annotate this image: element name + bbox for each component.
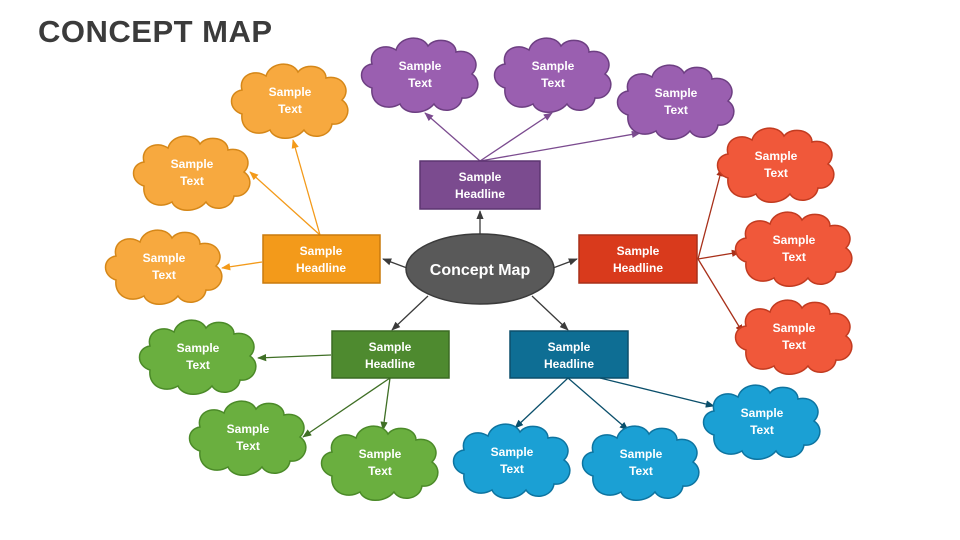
cloud-green-2[interactable]: Sample Text <box>188 400 307 477</box>
cloud-text-line1: Sample <box>532 59 575 73</box>
cloud-red-3[interactable]: Sample Text <box>734 299 853 376</box>
connector-orange-2 <box>249 171 321 236</box>
connector-purple-3 <box>479 130 641 162</box>
cloud-text-line2: Text <box>500 462 524 476</box>
connectors <box>221 112 744 438</box>
branch-red: Sample Headline Sample Text Sample Text … <box>578 127 853 376</box>
cloud-text-line1: Sample <box>773 321 816 335</box>
cloud-text-line2: Text <box>629 464 653 478</box>
branch-blue: Sample Headline Sample Text Sample Text … <box>452 330 821 502</box>
headline-label-line1: Sample <box>369 340 412 354</box>
connector-purple-2 <box>479 112 553 162</box>
cloud-text-line2: Text <box>186 358 210 372</box>
branch-orange: Sample Headline Sample Text Sample Text … <box>104 63 381 306</box>
cloud-text-line2: Text <box>541 76 565 90</box>
connector-purple-1 <box>424 112 481 162</box>
cloud-text-line1: Sample <box>227 422 270 436</box>
cloud-text-line2: Text <box>750 423 774 437</box>
cloud-text-line1: Sample <box>359 447 402 461</box>
cloud-purple-3[interactable]: Sample Text <box>616 64 735 141</box>
headline-label-line2: Headline <box>455 187 505 201</box>
cloud-text-line1: Sample <box>171 157 214 171</box>
cloud-blue-1[interactable]: Sample Text <box>452 423 571 500</box>
cloud-text-line1: Sample <box>143 251 186 265</box>
headline-label-line1: Sample <box>548 340 591 354</box>
headline-box-blue[interactable]: Sample Headline <box>509 330 629 379</box>
center-label: Concept Map <box>430 262 531 279</box>
cloud-text-line2: Text <box>368 464 392 478</box>
cloud-orange-1[interactable]: Sample Text <box>230 63 349 140</box>
cloud-red-2[interactable]: Sample Text <box>734 211 853 288</box>
connector-red-3 <box>697 258 744 334</box>
headline-label-line1: Sample <box>617 244 660 258</box>
cloud-text-line1: Sample <box>655 86 698 100</box>
cloud-text-line2: Text <box>180 174 204 188</box>
cloud-purple-1[interactable]: Sample Text <box>360 37 479 114</box>
cloud-text-line1: Sample <box>269 85 312 99</box>
cloud-text-line2: Text <box>152 268 176 282</box>
branch-green: Sample Headline Sample Text Sample Text … <box>138 319 450 502</box>
connector-green-2 <box>302 377 391 438</box>
cloud-orange-3[interactable]: Sample Text <box>104 229 223 306</box>
connector-green-1 <box>257 354 332 362</box>
cloud-text-line2: Text <box>408 76 432 90</box>
connector-red-2 <box>697 249 741 260</box>
headline-label-line2: Headline <box>365 357 415 371</box>
cloud-text-line1: Sample <box>741 406 784 420</box>
cloud-red-1[interactable]: Sample Text <box>716 127 835 204</box>
cloud-text-line2: Text <box>236 439 260 453</box>
cloud-blue-2[interactable]: Sample Text <box>581 425 700 502</box>
cloud-text-line2: Text <box>664 103 688 117</box>
page-title: CONCEPT MAP <box>38 14 273 49</box>
headline-box-green[interactable]: Sample Headline <box>331 330 450 379</box>
connector-blue-1 <box>514 377 569 429</box>
connector-center-orange <box>382 258 408 269</box>
cloud-green-3[interactable]: Sample Text <box>320 425 439 502</box>
cloud-text-line2: Text <box>278 102 302 116</box>
cloud-text-line1: Sample <box>620 447 663 461</box>
headline-label-line2: Headline <box>613 261 663 275</box>
cloud-orange-2[interactable]: Sample Text <box>132 135 251 212</box>
cloud-blue-3[interactable]: Sample Text <box>702 384 821 461</box>
connector-blue-2 <box>567 377 629 431</box>
headline-box-red[interactable]: Sample Headline <box>578 234 698 284</box>
connector-blue-3 <box>599 377 715 408</box>
cloud-purple-2[interactable]: Sample Text <box>493 37 612 114</box>
headline-box-purple[interactable]: Sample Headline <box>419 160 541 210</box>
headline-label-line2: Headline <box>296 261 346 275</box>
cloud-text-line1: Sample <box>773 233 816 247</box>
center-node[interactable]: Concept Map <box>405 233 555 305</box>
cloud-text-line1: Sample <box>491 445 534 459</box>
headline-box-orange[interactable]: Sample Headline <box>262 234 381 284</box>
cloud-text-line2: Text <box>764 166 788 180</box>
connector-center-blue <box>531 295 569 331</box>
cloud-text-line1: Sample <box>177 341 220 355</box>
headline-label-line1: Sample <box>459 170 502 184</box>
headline-label-line2: Headline <box>544 357 594 371</box>
connector-center-green <box>391 295 429 331</box>
cloud-text-line1: Sample <box>755 149 798 163</box>
connector-orange-3 <box>221 261 263 271</box>
connector-orange-1 <box>291 139 321 236</box>
connector-center-red <box>552 258 578 269</box>
headline-label-line1: Sample <box>300 244 343 258</box>
branch-purple: Sample Headline Sample Text Sample Text … <box>360 37 735 210</box>
cloud-text-line2: Text <box>782 250 806 264</box>
cloud-green-1[interactable]: Sample Text <box>138 319 257 396</box>
cloud-text-line2: Text <box>782 338 806 352</box>
connector-red-1 <box>697 167 724 260</box>
connector-green-3 <box>380 377 391 431</box>
cloud-text-line1: Sample <box>399 59 442 73</box>
